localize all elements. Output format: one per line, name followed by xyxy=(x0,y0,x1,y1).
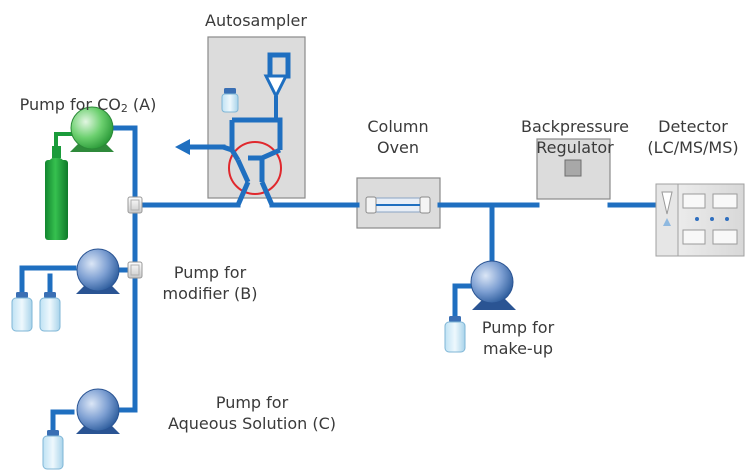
tube-pump-c xyxy=(117,377,138,413)
solvent-bottle-icon xyxy=(11,292,33,332)
detector-icon xyxy=(655,183,745,257)
tube-bottle-makeup xyxy=(452,283,475,321)
tube-needle xyxy=(267,52,291,81)
sample-vial-icon xyxy=(221,88,239,113)
backpressure-regulator-label-line1: Backpressure xyxy=(521,117,629,136)
pump-co2-label-prefix: Pump for CO xyxy=(19,95,121,114)
detector-label-line1: Detector xyxy=(658,117,728,136)
column-oven-label: Column Oven xyxy=(348,116,448,158)
pump-co2-label: Pump for CO2 (A) xyxy=(8,94,168,119)
column-oven-label-line2: Oven xyxy=(376,138,420,157)
column-icon xyxy=(365,196,431,214)
detector-label-line2: (LC/MS/MS) xyxy=(647,138,739,157)
pump-icon xyxy=(76,248,120,294)
backpressure-regulator-indicator xyxy=(564,159,582,177)
pump-modifier-label-line2: modifier (B) xyxy=(162,284,258,303)
mixing-tee-icon xyxy=(127,261,143,279)
solvent-bottle-icon xyxy=(444,316,466,353)
tube-bottle-b1 xyxy=(19,265,77,297)
pump-makeup-label-line1: Pump for xyxy=(481,318,555,337)
solvent-bottle-icon xyxy=(39,292,61,332)
pump-modifier-label-line1: Pump for xyxy=(173,263,247,282)
tube-bottle-c xyxy=(50,409,75,435)
gas-cylinder-icon xyxy=(45,132,72,240)
pump-co2-label-suffix: (A) xyxy=(127,95,157,114)
pump-icon xyxy=(70,106,114,152)
mixing-tee-icon xyxy=(127,196,143,214)
waste-arrow-icon xyxy=(175,139,190,155)
solvent-bottle-icon xyxy=(42,430,64,470)
pump-co2-label-subscript: 2 xyxy=(120,102,128,115)
pump-icon xyxy=(76,388,120,434)
pump-aqueous-label-line1: Pump for xyxy=(215,393,289,412)
column-oven-label-line1: Column xyxy=(367,117,429,136)
pump-makeup-label-line2: make-up xyxy=(483,339,553,358)
pump-makeup-label: Pump for make-up xyxy=(468,317,568,359)
switching-valve-icon xyxy=(222,74,289,206)
pump-icon xyxy=(470,260,516,310)
autosampler-label: Autosampler xyxy=(205,11,307,30)
pump-modifier-label: Pump for modifier (B) xyxy=(150,262,270,304)
pump-aqueous-label: Pump for Aqueous Solution (C) xyxy=(152,392,352,434)
pump-aqueous-label-line2: Aqueous Solution (C) xyxy=(167,414,337,433)
backpressure-regulator-label-line2: Regulator xyxy=(536,138,614,157)
backpressure-regulator-label: Backpressure Regulator xyxy=(505,116,645,158)
detector-label: Detector (LC/MS/MS) xyxy=(638,116,748,158)
